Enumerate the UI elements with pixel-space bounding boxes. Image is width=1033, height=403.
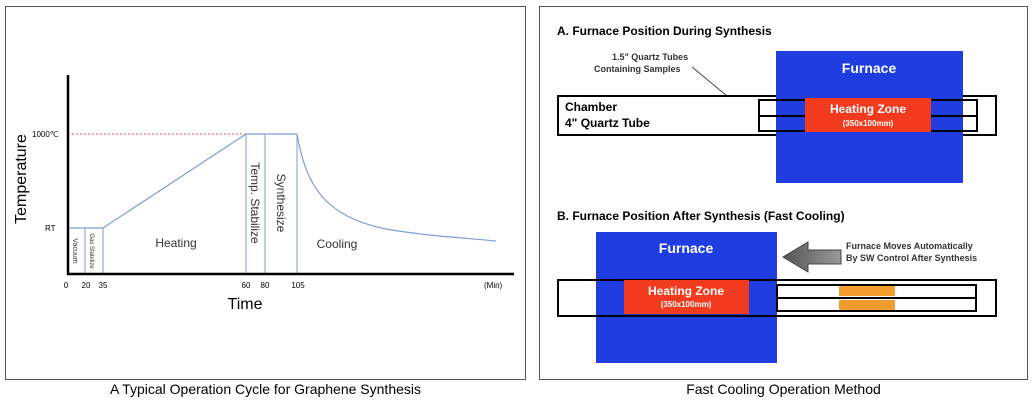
furnace-a-label: Furnace <box>842 60 897 76</box>
x-tick-80: 80 <box>261 281 270 290</box>
callout-line-1: 1.5" Quartz Tubes <box>612 52 688 62</box>
heating-zone-b-size: (350x100mm) <box>661 300 712 309</box>
x-axis-title: Time <box>228 296 263 313</box>
section-b-title: B. Furnace Position After Synthesis (Fas… <box>557 209 845 223</box>
move-note-line-2: By SW Control After Synthesis <box>846 253 977 263</box>
heating-label: Heating <box>155 236 196 250</box>
x-tick-35: 35 <box>99 281 108 290</box>
y-tick-rt: RT <box>45 224 56 233</box>
right-caption: Fast Cooling Operation Method <box>686 381 881 397</box>
x-tick-105: 105 <box>291 281 305 290</box>
x-tick-20: 20 <box>82 281 91 290</box>
operation-cycle-diagram: 1000℃ RT 0 20 35 60 80 105 (Min) Tempera… <box>13 75 514 313</box>
x-tick-0: 0 <box>64 281 69 290</box>
section-a-title: A. Furnace Position During Synthesis <box>557 24 772 38</box>
left-panel: 1000℃ RT 0 20 35 60 80 105 (Min) Tempera… <box>5 6 526 380</box>
chamber-tube-b <box>557 279 997 317</box>
synthesize-label: Synthesize <box>274 174 288 233</box>
temperature-curve <box>68 133 497 242</box>
left-caption: A Typical Operation Cycle for Graphene S… <box>109 381 421 397</box>
fast-cooling-diagram: A. Furnace Position During Synthesis 1.5… <box>557 24 997 363</box>
right-panel: A. Furnace Position During Synthesis 1.5… <box>539 6 1028 380</box>
move-note-line-1: Furnace Moves Automatically <box>846 241 973 251</box>
inner-tube-b-bottom <box>776 297 977 312</box>
x-tick-60: 60 <box>242 281 251 290</box>
cooling-label: Cooling <box>317 237 358 251</box>
heating-zone-a-label: Heating Zone <box>830 102 906 116</box>
heating-zone-b <box>624 280 749 314</box>
gas-stabilize-label: Gas Stabilize <box>88 233 94 269</box>
x-unit-label: (Min) <box>484 281 503 290</box>
y-tick-1000: 1000℃ <box>32 130 59 139</box>
heating-zone-b-label: Heating Zone <box>648 284 724 298</box>
quartz-tube-label: 4" Quartz Tube <box>565 116 650 130</box>
y-axis-title: Temperature <box>13 134 30 224</box>
vacuum-label: Vacuum <box>71 238 78 263</box>
heating-zone-a-size: (350x100mm) <box>843 119 894 128</box>
furnace-b-label: Furnace <box>659 240 714 256</box>
chamber-label: Chamber <box>565 100 617 114</box>
temp-stabilize-label: Temp. Stabilize <box>248 162 262 244</box>
move-left-arrow <box>782 241 842 273</box>
sample-top <box>839 286 895 296</box>
callout-line-2: Containing Samples <box>594 64 681 74</box>
heating-zone-a <box>805 98 931 132</box>
sample-bottom <box>839 300 895 310</box>
